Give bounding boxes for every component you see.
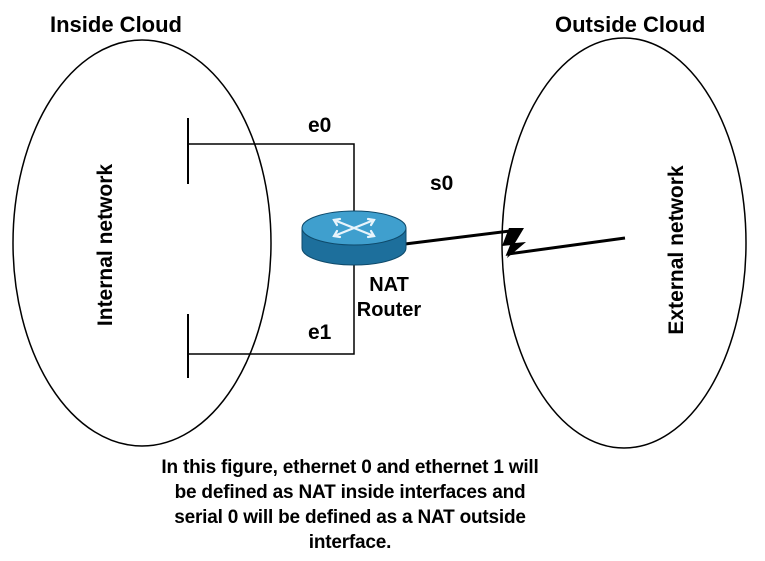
internal-network-label: Internal network — [94, 164, 117, 327]
caption-line-4: interface. — [308, 532, 392, 553]
e0-label: e0 — [308, 114, 331, 137]
e0-link — [188, 143, 355, 222]
router-label-router: Router — [357, 299, 422, 321]
e1-link — [188, 262, 355, 355]
caption-line-1: In this figure, ethernet 0 and ethernet … — [161, 457, 539, 478]
router-arrows-icon — [332, 217, 376, 239]
lightning-bolt-icon — [502, 228, 526, 258]
figure-caption: In this figure, ethernet 0 and ethernet … — [110, 455, 590, 555]
caption-line-2: be defined as NAT inside interfaces and — [174, 482, 526, 503]
router-label-nat: NAT — [369, 274, 409, 296]
e1-label: e1 — [308, 321, 332, 344]
external-network-label: External network — [665, 165, 688, 335]
caption-line-3: serial 0 will be defined as a NAT outsid… — [174, 507, 526, 528]
outside-cloud-ellipse — [501, 37, 747, 449]
inside-cloud-ellipse — [12, 39, 272, 447]
router-icon — [301, 210, 407, 266]
outside-cloud-title: Outside Cloud — [555, 12, 705, 37]
s0-label: s0 — [430, 172, 453, 195]
inside-cloud-title: Inside Cloud — [50, 12, 182, 37]
